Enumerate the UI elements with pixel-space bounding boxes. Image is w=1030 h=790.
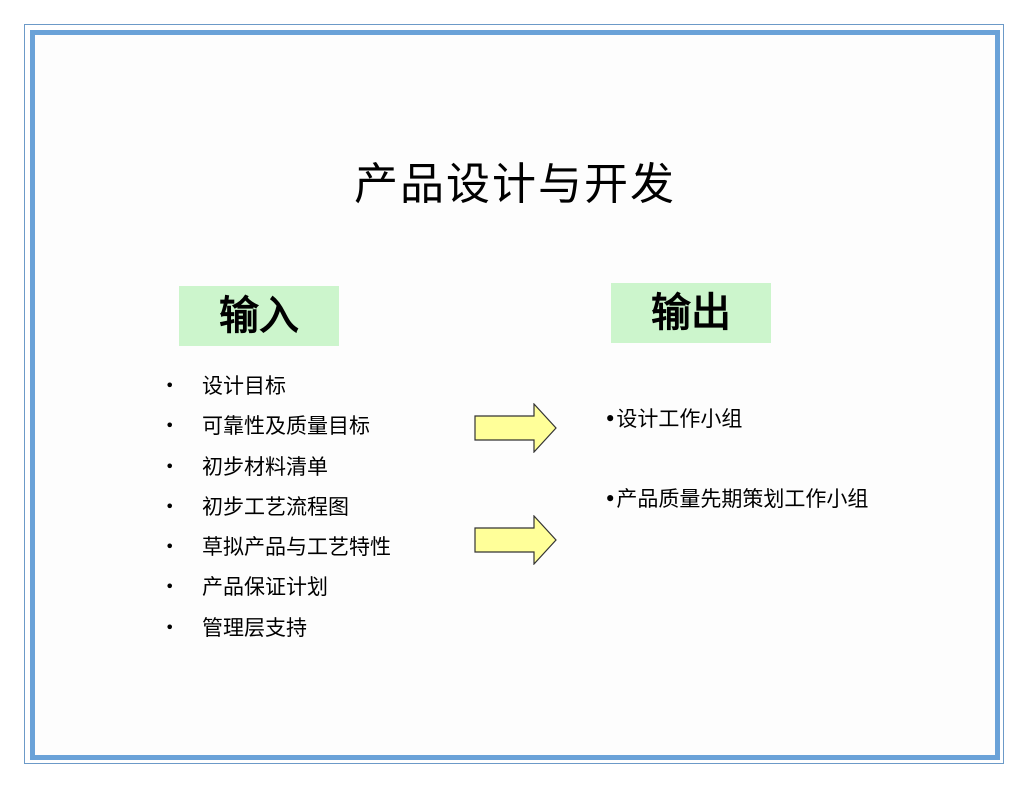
slide-title: 产品设计与开发 bbox=[354, 159, 676, 210]
list-item: •初步工艺流程图 bbox=[165, 489, 391, 529]
bullet-icon: • bbox=[165, 496, 175, 516]
bullet-icon: • bbox=[165, 456, 175, 476]
inner-frame-border bbox=[30, 30, 1000, 760]
output-item: •设计工作小组 bbox=[604, 407, 743, 431]
input-list: •设计目标 •可靠性及质量目标 •初步材料清单 •初步工艺流程图 •草拟产品与工… bbox=[165, 368, 391, 650]
outer-frame-border bbox=[24, 24, 1004, 764]
bullet-icon: • bbox=[165, 617, 175, 637]
list-item: •可靠性及质量目标 bbox=[165, 408, 391, 448]
output-item: •产品质量先期策划工作小组 bbox=[604, 487, 869, 511]
list-item: •初步材料清单 bbox=[165, 449, 391, 489]
right-arrow-icon bbox=[474, 403, 557, 453]
input-label: 输入 bbox=[179, 286, 339, 346]
list-item: •产品保证计划 bbox=[165, 569, 391, 609]
bullet-icon: • bbox=[165, 537, 175, 557]
output-label: 输出 bbox=[611, 283, 771, 343]
bullet-icon: • bbox=[165, 376, 175, 395]
bullet-icon: • bbox=[165, 577, 175, 597]
bullet-icon: • bbox=[165, 416, 175, 436]
list-item: •管理层支持 bbox=[165, 610, 391, 650]
list-item: •设计目标 bbox=[165, 368, 391, 408]
list-item: •草拟产品与工艺特性 bbox=[165, 529, 391, 569]
right-arrow-icon bbox=[474, 515, 557, 565]
